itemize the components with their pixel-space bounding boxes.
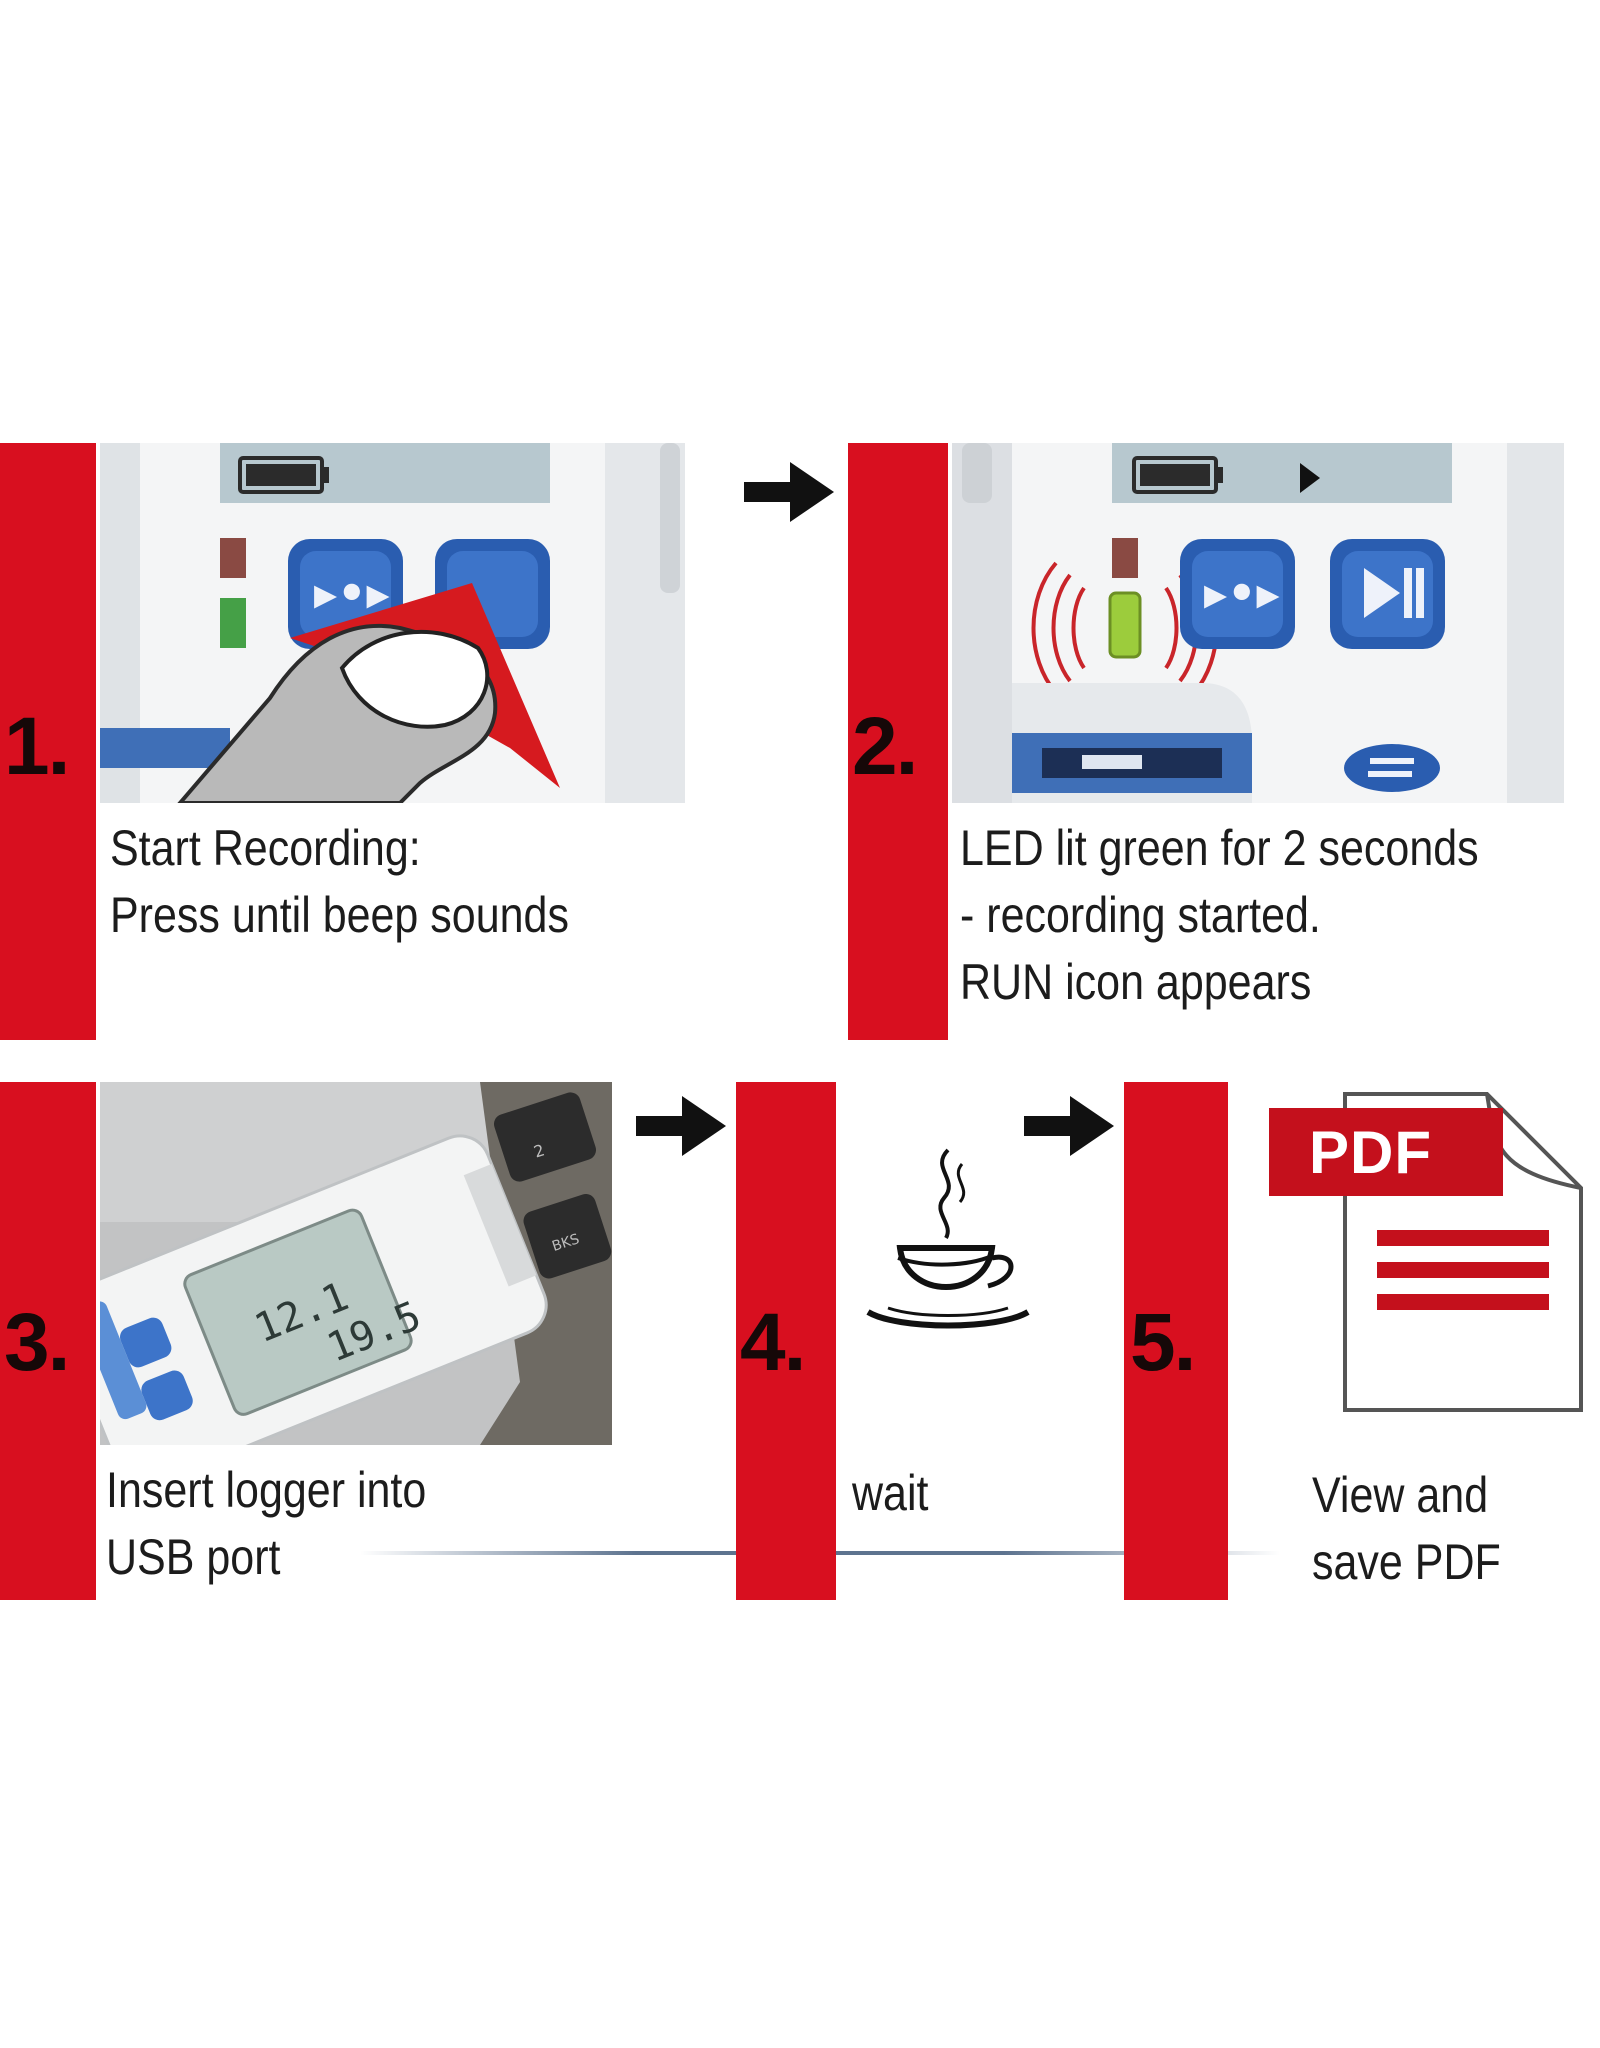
pdf-label: PDF [1309, 1119, 1432, 1186]
step-1-caption: Start Recording: Press until beep sounds [110, 815, 569, 949]
right-arrow-icon [636, 1096, 726, 1156]
step-4-caption-line: wait [852, 1465, 929, 1521]
svg-text:▸•▸: ▸•▸ [314, 566, 390, 620]
step-1-photo: ▸•▸ [100, 443, 685, 803]
step-3-caption: Insert logger into USB port [106, 1457, 426, 1591]
battery-icon [238, 456, 329, 494]
step-3-number: 3. [4, 1297, 70, 1388]
step-1-number: 1. [4, 701, 70, 792]
step-3-caption-line: USB port [106, 1529, 281, 1585]
pdf-document-icon: PDF [1265, 1090, 1585, 1420]
step-2-caption-line: LED lit green for 2 seconds [960, 820, 1479, 876]
step-2-bar [848, 443, 948, 1040]
step-3-photo: 2 BKS 12.1 19.5 [100, 1082, 612, 1445]
step-5-caption: View and save PDF [1312, 1462, 1501, 1596]
step-5-bar [1124, 1082, 1228, 1600]
step-2-caption-line: RUN icon appears [960, 954, 1312, 1010]
step-1-bar [0, 443, 96, 1040]
step-4-caption: wait [852, 1460, 928, 1527]
coffee-cup-icon [858, 1140, 1038, 1340]
step-5-number: 5. [1130, 1297, 1196, 1388]
svg-text:▸•▸: ▸•▸ [1204, 566, 1280, 620]
step-2-caption-line: - recording started. [960, 887, 1321, 943]
step-5-caption-line: save PDF [1312, 1534, 1501, 1590]
step-3-caption-line: Insert logger into [106, 1462, 427, 1518]
step-4-bar [736, 1082, 836, 1600]
data-logger-icon: 12.1 19.5 [100, 1134, 548, 1445]
step-4-number: 4. [740, 1297, 806, 1388]
run-icon [1300, 463, 1320, 493]
step-2-photo: ▸•▸ [952, 443, 1564, 803]
step-3-bar [0, 1082, 96, 1600]
step-5-caption-line: View and [1312, 1467, 1489, 1523]
step-2-number: 2. [852, 701, 918, 792]
right-arrow-icon [744, 462, 834, 522]
right-arrow-icon [1024, 1096, 1114, 1156]
step-1-caption-line: Press until beep sounds [110, 887, 569, 943]
step-2-caption: LED lit green for 2 seconds - recording … [960, 815, 1479, 1016]
step-1-caption-line: Start Recording: [110, 820, 421, 876]
finger-press-icon [177, 623, 498, 803]
